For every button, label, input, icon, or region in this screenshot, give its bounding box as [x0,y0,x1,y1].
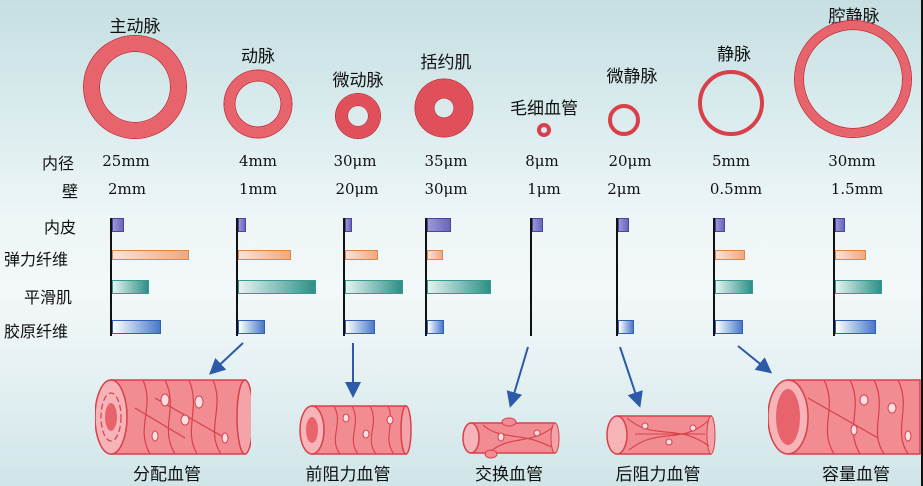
functional-type-label: 分配血管 [133,465,201,485]
pre-resistance-vessel-illustration [299,405,412,455]
endothelium-bar [427,218,451,232]
endothelium-bar [715,218,725,232]
artery-cross-section [224,70,292,138]
wall-thickness-value: 20μm [335,180,379,198]
elastic-fiber-bar [715,250,745,260]
elastic-fiber-bar [345,250,378,260]
endothelium-bar [345,218,352,232]
arrow-icon [737,345,773,374]
bar-axis [833,218,835,336]
vessel-name: 主动脉 [109,17,161,37]
vessel-name: 静脉 [717,45,751,65]
endothelium-bar [618,218,629,232]
vessel-name: 微动脉 [332,71,384,91]
post-resistance-vessel-illustration [606,415,716,455]
exchange-vessel-illustration [462,417,560,459]
wall-thickness-value: 1μm [527,180,561,198]
functional-type-label: 后阻力血管 [615,465,701,485]
bar-axis [530,218,532,336]
smooth-muscle-bar [427,280,491,294]
inner-diameter-value: 30mm [828,152,876,170]
arrow-icon [209,342,244,375]
inner-diameter-value: 35μm [424,152,468,170]
row-label-elastic-fiber: 弹力纤维 [4,250,69,269]
distribution-vessel-illustration [95,379,251,455]
inner-diameter-value: 8μm [525,152,559,170]
bar-axis [343,218,345,336]
elastic-fiber-bar [427,250,443,260]
inner-diameter-value: 20μm [608,152,652,170]
elastic-fiber-bar [238,250,291,260]
vessel-name: 毛细血管 [510,99,578,119]
smooth-muscle-bar [112,280,149,294]
arteriole-cross-section [336,94,380,138]
row-label-smooth-muscle: 平滑肌 [24,288,73,307]
row-label-endothelium: 内皮 [44,218,77,237]
functional-type-label: 容量血管 [822,465,890,485]
arrow-icon [619,346,643,408]
wall-thickness-value: 0.5mm [709,180,763,198]
row-label-inner-diameter: 内径 [42,154,75,173]
endothelium-bar [835,218,845,232]
vessel-name: 括约肌 [420,53,472,73]
functional-type-label: 前阻力血管 [305,465,391,485]
functional-type-label: 交换血管 [475,465,543,485]
elastic-fiber-bar [112,250,189,260]
wall-thickness-value: 30μm [424,180,468,198]
collagen-fiber-bar [715,320,743,334]
bar-axis [110,218,112,336]
vessel-name: 动脉 [241,47,275,67]
wall-thickness-value: 1.5mm [830,180,884,198]
collagen-fiber-bar [618,320,634,334]
capillary-cross-section [537,123,551,137]
wall-thickness-value: 2mm [108,180,146,198]
bar-axis [425,218,427,336]
collagen-fiber-bar [427,320,444,334]
inner-diameter-value: 4mm [239,152,277,170]
sphincter-cross-section [415,79,473,137]
smooth-muscle-bar [715,280,753,294]
arrow-icon [506,346,529,408]
elastic-fiber-bar [835,250,866,260]
collagen-fiber-bar [238,320,265,334]
wall-thickness-value: 2μm [607,180,641,198]
row-label-wall: 壁 [62,182,79,201]
collagen-fiber-bar [112,320,161,334]
smooth-muscle-bar [345,280,403,294]
vena-cava-cross-section [795,21,911,137]
vein-cross-section [698,70,764,136]
collagen-fiber-bar [345,320,375,334]
wall-thickness-value: 1mm [239,180,277,198]
bar-axis [236,218,238,336]
capacitance-vessel-illustration [768,379,921,455]
row-label-collagen-fiber: 胶原纤维 [4,322,69,341]
inner-diameter-value: 5mm [712,152,750,170]
smooth-muscle-bar [835,280,882,294]
endothelium-bar [532,218,543,232]
bar-axis [713,218,715,336]
venule-cross-section [608,104,640,136]
bar-axis [616,218,618,336]
inner-diameter-value: 25mm [102,152,150,170]
smooth-muscle-bar [238,280,316,294]
endothelium-bar [112,218,124,232]
vessel-name: 微静脉 [606,67,658,87]
inner-diameter-value: 30μm [333,152,377,170]
endothelium-bar [238,218,246,232]
collagen-fiber-bar [835,320,876,334]
